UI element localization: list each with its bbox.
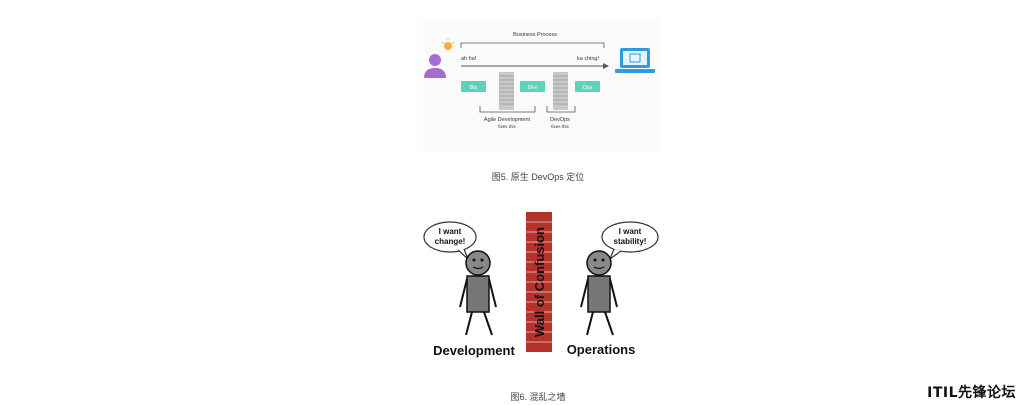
wall-1 xyxy=(499,72,514,110)
process-bracket xyxy=(460,42,605,48)
development-label: Development xyxy=(433,343,515,358)
svg-text:I want: I want xyxy=(439,227,462,236)
wall-of-confusion-figure: I want change! Wal xyxy=(418,207,668,367)
left-speech-bubble: I want change! xyxy=(423,221,477,260)
developer-figure xyxy=(459,250,497,336)
laptop-icon xyxy=(615,48,655,73)
wall-2 xyxy=(553,72,568,110)
person-icon xyxy=(424,54,446,78)
svg-text:Biz: Biz xyxy=(470,85,478,91)
operations-label: Operations xyxy=(567,342,636,357)
arrow-head-icon xyxy=(603,63,609,69)
note-devops: DevOps xyxy=(550,117,570,123)
note-agile-sub: fixes this xyxy=(498,124,516,129)
right-speech-bubble: I want stability! xyxy=(601,221,659,261)
right-text: ka ching! xyxy=(577,56,599,62)
note-devops-sub: fixes this xyxy=(551,124,569,129)
stage-dev: Dev xyxy=(520,81,545,92)
operations-figure xyxy=(580,250,618,336)
note-agile: Agile Development xyxy=(484,117,531,123)
lightbulb-icon xyxy=(441,38,455,50)
svg-text:Ops: Ops xyxy=(582,85,592,91)
svg-text:Dev: Dev xyxy=(528,85,538,91)
svg-text:stability!: stability! xyxy=(614,237,647,246)
devops-bracket xyxy=(546,106,576,113)
stage-biz: Biz xyxy=(461,81,486,92)
brick-wall: Wall of Confusion xyxy=(526,212,552,352)
process-label: Business Process xyxy=(513,32,557,38)
wall-of-confusion-illustration: I want change! Wal xyxy=(423,212,659,358)
svg-text:I want: I want xyxy=(619,227,642,236)
devops-positioning-figure: Business Process ah ha! ka ching! xyxy=(417,18,660,152)
svg-text:change!: change! xyxy=(435,237,466,246)
figure5-caption: 图5. 原生 DevOps 定位 xyxy=(491,172,585,182)
brand-watermark: ITIL先锋论坛 xyxy=(927,385,1016,401)
wall-label: Wall of Confusion xyxy=(532,227,547,337)
figure6-caption: 图6. 混乱之墙 xyxy=(510,392,566,402)
devops-diagram: Business Process ah ha! ka ching! xyxy=(424,32,655,129)
agile-bracket xyxy=(479,106,536,113)
left-text: ah ha! xyxy=(461,56,477,62)
stage-ops: Ops xyxy=(575,81,600,92)
